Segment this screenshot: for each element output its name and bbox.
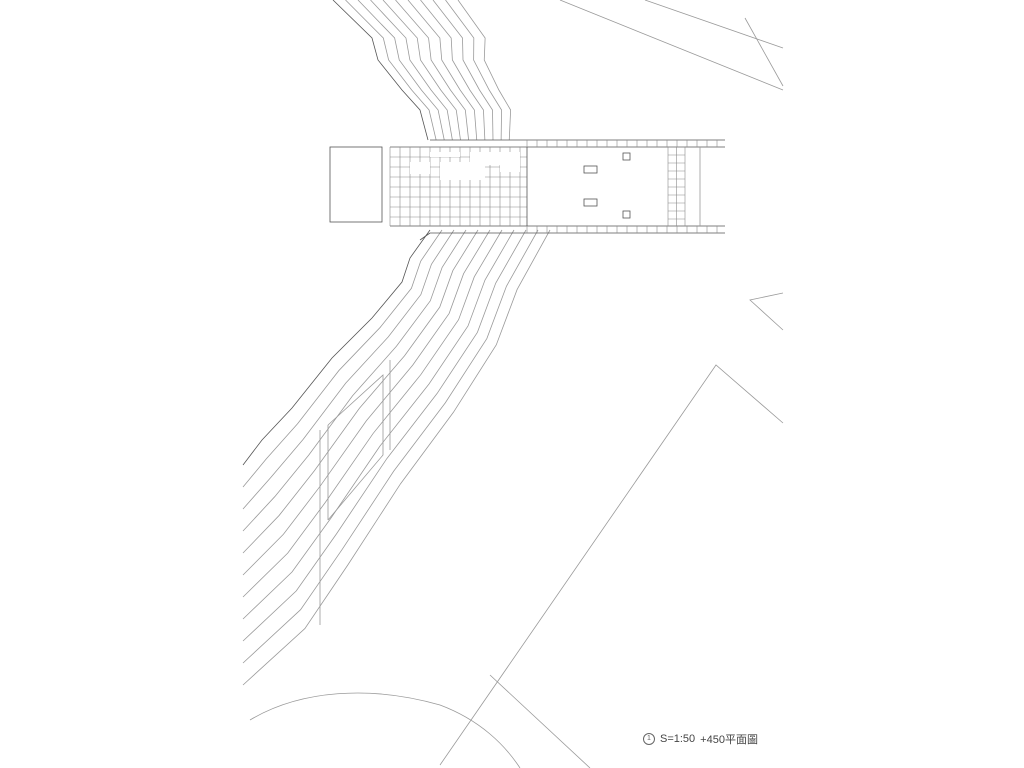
contour-line (407, 0, 478, 141)
contour-lines-bottom (242, 229, 551, 686)
site-lines (249, 0, 784, 768)
contour-line (242, 229, 443, 488)
contour-line (395, 0, 470, 141)
contour-line (457, 0, 512, 141)
contour-line (242, 229, 503, 598)
building-plan (329, 139, 725, 241)
contour-line (242, 229, 491, 576)
contour-line (242, 229, 455, 510)
scale-label: S=1:50 (660, 733, 696, 745)
contour-line (242, 229, 539, 664)
section-number-circle-icon: 1 (643, 733, 655, 745)
contour-line (242, 229, 515, 620)
contour-line (370, 0, 453, 141)
contour-line (242, 229, 527, 642)
contour-line (242, 229, 479, 554)
contour-line (242, 229, 467, 532)
contour-line (445, 0, 502, 141)
annex-box (329, 146, 383, 223)
contour-line (332, 0, 429, 141)
contour-line (420, 0, 486, 141)
contour-line (382, 0, 461, 141)
floor-grid (389, 140, 718, 233)
contour-line (357, 0, 445, 141)
contour-lines-top (332, 0, 512, 141)
contour-line (242, 229, 431, 466)
contour-line (345, 0, 437, 141)
contour-line (242, 229, 551, 686)
contour-line (432, 0, 494, 141)
level-label: +450平面圖 (700, 734, 758, 746)
drawing-caption: 1 S=1:50 +450平面圖 (643, 731, 758, 747)
